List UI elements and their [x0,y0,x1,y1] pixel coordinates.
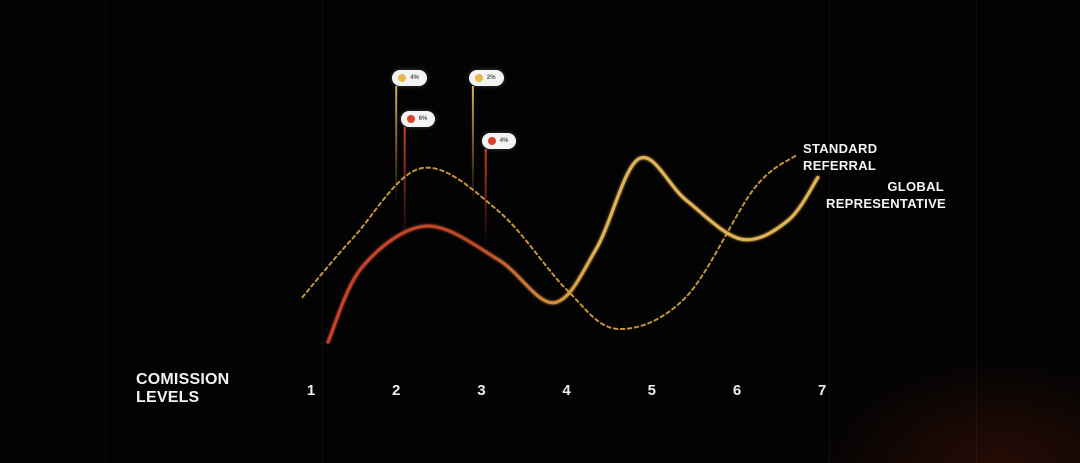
badge-percent: 2% [486,75,496,81]
badge-stem [395,86,398,204]
global-representative-label-line-2: REPRESENTATIVE [826,196,947,211]
rate-badge: 6% [400,111,436,127]
badge-dot-icon [398,74,407,82]
x-tick-label-6: 6 [732,382,742,399]
standard-referral-label-line-2: REFERRAL [803,158,877,173]
global-representative-label-line-1: GLOBAL [887,179,944,194]
background-divider [829,0,830,463]
rate-badge: 2% [468,70,504,86]
x-tick-label-5: 5 [647,382,656,399]
rate-badge: 4% [481,133,517,149]
standard-referral-label-line-1: STANDARD [803,141,878,156]
background-divider [105,0,106,463]
badge-dot-icon [487,137,496,145]
x-tick-label-3: 3 [477,382,486,399]
x-axis-title-line-1: COMISSION [136,371,230,388]
background-divider [322,0,323,463]
badge-stem [484,149,487,245]
badge-stem [471,86,474,204]
x-axis-title-line-2: LEVELS [136,389,200,406]
badge-percent: 4% [410,75,419,81]
badge-stem [403,127,406,243]
global-representative-line [326,156,820,344]
badge-dot-icon [474,74,483,82]
rate-badge: 4% [392,70,427,86]
standard-referral-line [301,154,798,330]
badge-percent: 4% [499,138,509,144]
x-tick-label-7: 7 [818,382,827,399]
x-tick-label-4: 4 [562,382,571,399]
background-divider [976,0,977,463]
x-tick-label-1: 1 [306,382,316,399]
global-representative-label: GLOBAL REPRESENTATIVE [826,178,947,212]
badge-dot-icon [406,115,415,123]
x-tick-label-2: 2 [392,382,401,399]
standard-referral-label: STANDARD REFERRAL [803,140,877,174]
badge-percent: 6% [418,116,428,122]
x-axis-title: COMISSION LEVELS [136,371,276,407]
